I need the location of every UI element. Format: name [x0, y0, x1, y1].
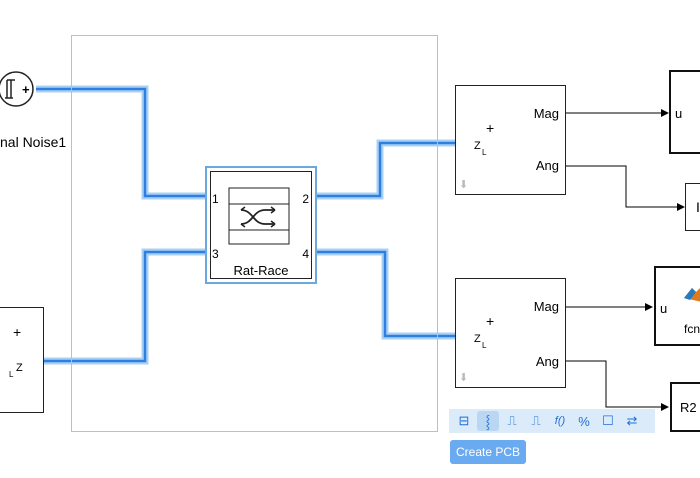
port-mag: Mag — [533, 106, 559, 121]
battery-icon[interactable]: ⊟ — [458, 413, 470, 428]
matlab-logo-icon — [684, 288, 700, 302]
selected-signal-lines[interactable] — [36, 85, 460, 365]
rat-race-frame — [210, 171, 312, 279]
load-symbol-sub: L — [482, 148, 487, 157]
port-mag: Mag — [533, 299, 559, 314]
port-ang: Ang — [535, 158, 559, 173]
arrow-down-icon: ⬇ — [459, 372, 469, 384]
load-symbol-sub: L — [482, 341, 487, 350]
percent-icon[interactable]: % — [578, 413, 590, 429]
rat-race-port-1: 1 — [212, 192, 219, 206]
left-load-symbol-label: Z — [16, 362, 23, 374]
left-load-symbol-sub: L — [9, 370, 14, 379]
sparam-sensor-block-upper[interactable]: + Z L Mag Ang ⬇ — [455, 85, 566, 195]
subsystem-selection-box[interactable] — [71, 35, 438, 432]
port-u: u — [675, 106, 683, 121]
plus-sign: + — [13, 324, 22, 340]
fcn-label: fcn — [684, 322, 700, 336]
scope-block[interactable]: I — [685, 183, 700, 231]
left-load-block[interactable]: + Z L — [0, 307, 44, 413]
plus-sign: + — [486, 120, 495, 136]
auto-route-icon[interactable]: ⸾ — [477, 411, 499, 431]
rat-race-block[interactable]: 1 2 3 4 Rat-Race — [205, 166, 317, 284]
noise-source-block[interactable]: + — [0, 71, 34, 107]
rat-race-coupler-icon — [228, 187, 290, 245]
arrow-down-icon: ⬇ — [459, 179, 469, 191]
step-icon[interactable]: ⎍ — [531, 413, 541, 428]
rat-race-port-3: 3 — [212, 247, 219, 261]
create-pcb-button[interactable]: Create PCB — [450, 440, 527, 464]
pulse-icon[interactable]: ⎍ — [507, 413, 517, 428]
matlab-function-block[interactable]: u fcn — [654, 266, 700, 346]
swap-icon[interactable]: ⇄ — [626, 413, 638, 428]
function-icon[interactable]: f() — [554, 415, 566, 427]
port-ang: Ang — [535, 354, 559, 369]
signal-lines[interactable] — [566, 109, 685, 411]
scope-partial-label: I — [696, 199, 700, 215]
port-u: u — [660, 301, 668, 316]
upper-right-block[interactable]: u — [669, 70, 700, 154]
quick-action-toolbar: ⊟ ⸾ ⎍ ⎍ f() % ☐ ⇄ — [449, 409, 655, 433]
load-symbol-label: Z — [474, 333, 481, 345]
rat-race-port-4: 4 — [302, 247, 309, 261]
noise-block-label: nal Noise1 — [0, 134, 67, 150]
sparam-sensor-block-lower[interactable]: + Z L Mag Ang ⬇ — [455, 278, 566, 388]
rat-race-label: Rat-Race — [233, 263, 289, 278]
square-icon[interactable]: ☐ — [602, 413, 614, 428]
svg-text:+: + — [22, 82, 30, 97]
plus-sign: + — [486, 313, 495, 329]
load-symbol-label: Z — [474, 140, 481, 152]
r2-block[interactable]: R2 — [670, 382, 700, 432]
rat-race-port-2: 2 — [302, 192, 309, 206]
r2-label: R2 — [680, 400, 697, 415]
